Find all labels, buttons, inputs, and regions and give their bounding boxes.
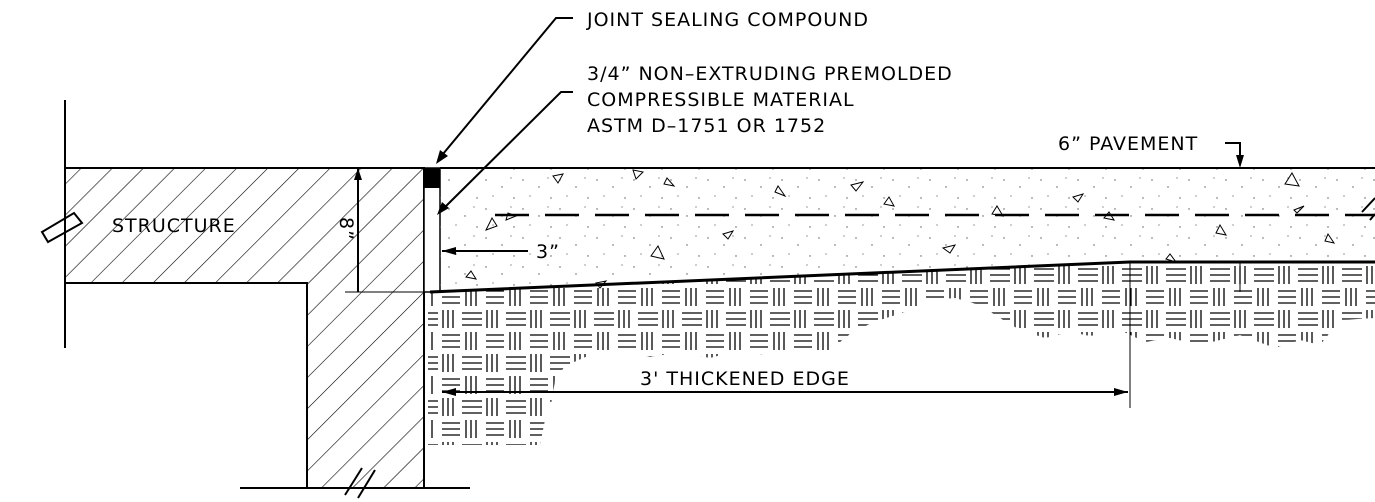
thickened-edge-label: 3' THICKENED EDGE xyxy=(640,368,850,390)
joint-sealing-compound xyxy=(424,168,440,188)
premolded-leader-arrow xyxy=(437,202,449,215)
pavement-leader-arrow xyxy=(1236,155,1244,168)
joint-sealing-leader-arrow xyxy=(436,150,448,164)
offset-label: 3” xyxy=(536,241,560,263)
premolded-label-line-1: 3/4” NON–EXTRUDING PREMOLDED xyxy=(587,63,953,85)
joint-sealing-leader xyxy=(437,17,573,161)
left-break-symbol xyxy=(40,211,84,244)
aggregate-symbols xyxy=(465,169,1336,289)
depth-arrow-top xyxy=(354,168,362,180)
bottom-break-symbol xyxy=(344,467,376,499)
thickened-edge-arrow-left xyxy=(442,388,456,396)
premolded-leader xyxy=(439,91,573,213)
depth-label: 8” xyxy=(335,217,357,241)
offset-arrow xyxy=(442,247,456,255)
thickened-edge-arrow-right xyxy=(1114,388,1128,396)
structure-label: STRUCTURE xyxy=(112,215,236,237)
premolded-label-line-2: COMPRESSIBLE MATERIAL xyxy=(587,89,855,111)
premolded-label-line-3: ASTM D–1751 OR 1752 xyxy=(587,115,826,137)
pavement-label: 6” PAVEMENT xyxy=(1058,133,1198,155)
right-break-symbol xyxy=(1361,197,1375,221)
joint-sealing-label: JOINT SEALING COMPOUND xyxy=(586,9,869,31)
